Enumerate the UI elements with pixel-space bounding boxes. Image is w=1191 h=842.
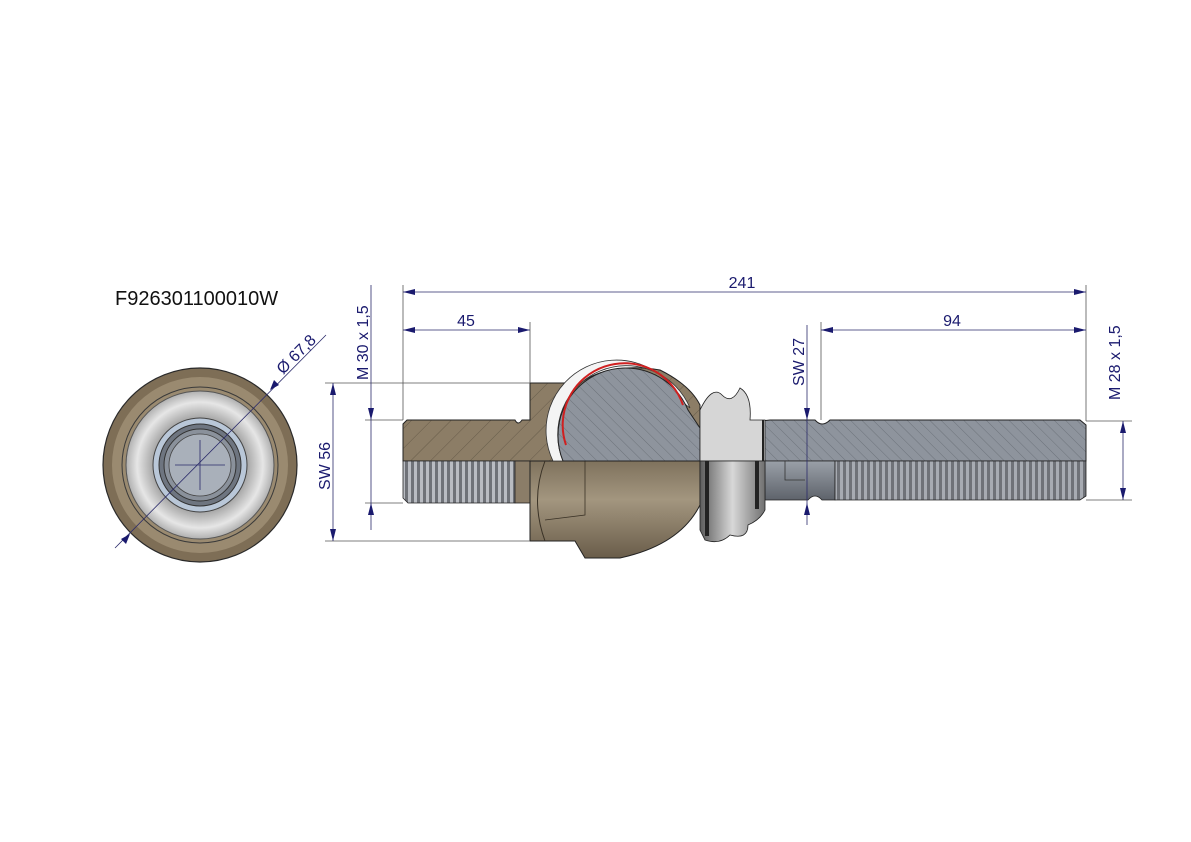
tie-rod-end-side-view	[402, 359, 1087, 559]
diameter-dimension-line	[114, 334, 327, 549]
overall-length-label: 241	[729, 275, 756, 292]
housing-diameter-label: Ø 67,8	[274, 332, 320, 378]
right-thread-label: M 28 x 1,5	[1107, 325, 1124, 400]
left-thread-label: M 30 x 1,5	[355, 305, 372, 380]
housing-wrench-label: SW 56	[317, 442, 334, 490]
end-view: Ø 67,8	[102, 332, 327, 563]
dimensions: 241 45 94 M 30 x 1,5 SW 56 SW 27 M 28 x …	[317, 275, 1132, 542]
stud-wrench-label: SW 27	[791, 338, 808, 386]
part-number: F926301100010W	[115, 288, 278, 310]
left-thread-length-label: 45	[457, 313, 475, 330]
right-thread-length-label: 94	[943, 313, 961, 330]
